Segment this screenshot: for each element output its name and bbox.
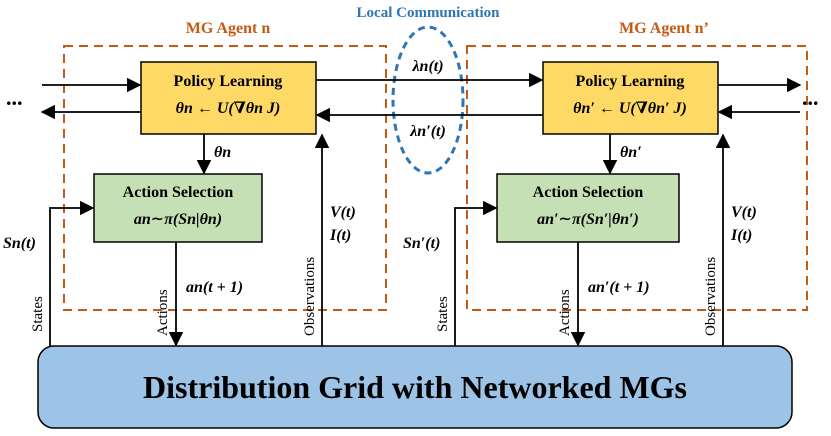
theta-right-label: θn′: [620, 144, 642, 161]
state-right-label: Sn′(t): [403, 235, 440, 252]
policy-learning-eq-left: θn ← U(∇θn J): [176, 100, 281, 117]
actions-left-label: an(t + 1): [186, 279, 243, 296]
observations-it-right: I(t): [730, 227, 752, 244]
ellipsis-left: ...: [6, 85, 23, 110]
observations-it-left: I(t): [329, 227, 351, 244]
observations-vt-right: V(t): [731, 204, 757, 221]
state-left-label: Sn(t): [3, 235, 36, 252]
policy-learning-title-left: Policy Learning: [174, 73, 283, 90]
agent-right-title: MG Agent n’: [619, 20, 709, 37]
actions-right-label: an′(t + 1): [588, 279, 650, 296]
action-selection-title-left: Action Selection: [123, 184, 234, 201]
action-selection-box-right: [496, 173, 680, 243]
theta-left-label: θn: [214, 144, 231, 161]
arrow-states-left: [49, 200, 95, 346]
side-label-actions-left: Actions: [155, 289, 171, 336]
distribution-grid-title: Distribution Grid with Networked MGs: [143, 369, 687, 405]
side-label-states-right: States: [435, 296, 451, 332]
action-selection-eq-right: an′∼π(Sn′|θn′): [537, 211, 639, 228]
action-selection-title-right: Action Selection: [533, 184, 644, 201]
ellipsis-right: ...: [802, 85, 819, 110]
action-selection-eq-left: an∼π(Sn|θn): [134, 211, 222, 228]
local-communication-ellipse: [391, 25, 465, 175]
policy-learning-eq-right: θn′ ← U(∇θn′ J): [573, 100, 687, 117]
side-label-states-left: States: [30, 296, 46, 332]
agent-left-title: MG Agent n: [186, 20, 271, 37]
policy-learning-box-left: [140, 61, 317, 135]
local-communication-label: Local Communication: [357, 5, 501, 21]
side-label-actions-right: Actions: [557, 289, 573, 336]
policy-learning-box-right: [542, 61, 719, 135]
arrow-states-right: [454, 200, 498, 346]
side-label-observations-left: Observations: [302, 257, 318, 336]
lambda-bottom-label: λn′(t): [409, 123, 446, 140]
agent-right-boundary: [466, 45, 808, 311]
observations-vt-left: V(t): [330, 204, 356, 221]
agent-left-boundary: [63, 45, 387, 311]
side-label-observations-right: Observations: [703, 257, 719, 336]
distribution-grid-box: [37, 345, 793, 429]
lambda-top-label: λn(t): [411, 58, 443, 75]
policy-learning-title-right: Policy Learning: [576, 73, 685, 90]
